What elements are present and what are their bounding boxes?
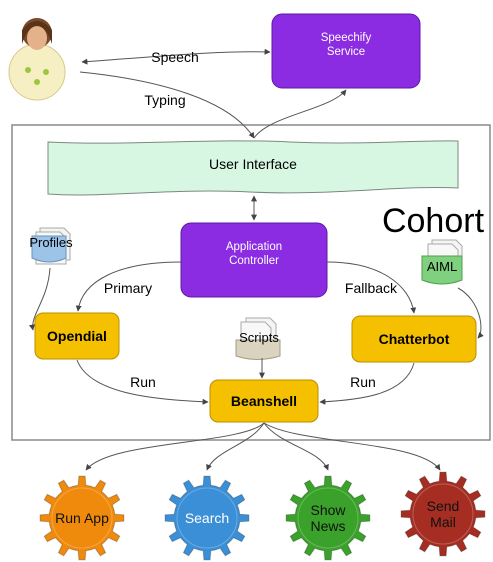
edge-run-right <box>319 362 415 405</box>
edge-label-fallback: Fallback <box>345 280 398 296</box>
edge-run-left <box>76 359 209 405</box>
edge-aiml-chatterbot <box>457 287 484 339</box>
edge-primary <box>75 261 182 312</box>
profiles-document-icon <box>31 227 71 265</box>
user-interface-label: User Interface <box>209 156 297 172</box>
user-interface-box <box>47 140 459 196</box>
speechify-service-box <box>271 13 421 89</box>
edges <box>29 48 484 471</box>
edge-to-send-mail <box>263 422 441 471</box>
application-controller-box <box>180 222 328 298</box>
edge-speechify-ui <box>253 89 347 139</box>
edge-to-search <box>206 422 265 471</box>
beanshell-box <box>209 379 319 423</box>
edge-label-typing: Typing <box>144 92 185 108</box>
edge-label-speech: Speech <box>151 49 198 65</box>
aiml-label: AIML <box>427 259 457 274</box>
scripts-document-icon <box>235 317 281 360</box>
edge-fallback <box>326 261 417 314</box>
chatterbot-label: Chatterbot <box>379 331 450 347</box>
opendial-box <box>34 312 120 360</box>
edge-label-run-left: Run <box>130 374 156 390</box>
chatterbot-box <box>351 315 477 363</box>
action-label-run-app: Run App <box>55 510 109 526</box>
beanshell-label: Beanshell <box>231 393 297 409</box>
edge-profiles-opendial <box>29 267 51 331</box>
cohort-title: Cohort <box>382 202 485 240</box>
profiles-label: Profiles <box>29 235 73 250</box>
edge-label-primary: Primary <box>104 280 152 296</box>
edge-to-show-news <box>263 422 329 471</box>
edge-speech <box>81 48 271 65</box>
cohort-boundary <box>11 124 491 441</box>
edge-typing <box>79 71 255 139</box>
edge-to-run-app <box>85 422 265 471</box>
user-avatar-icon <box>8 18 66 101</box>
aiml-document-icon <box>421 239 463 285</box>
action-label-search: Search <box>185 510 229 526</box>
edge-label-run-right: Run <box>350 374 376 390</box>
gear-icon-run-app: Run App <box>39 475 125 561</box>
opendial-label: Opendial <box>47 328 107 344</box>
scripts-label: Scripts <box>239 330 279 345</box>
gear-icon-search: Search <box>164 475 250 561</box>
